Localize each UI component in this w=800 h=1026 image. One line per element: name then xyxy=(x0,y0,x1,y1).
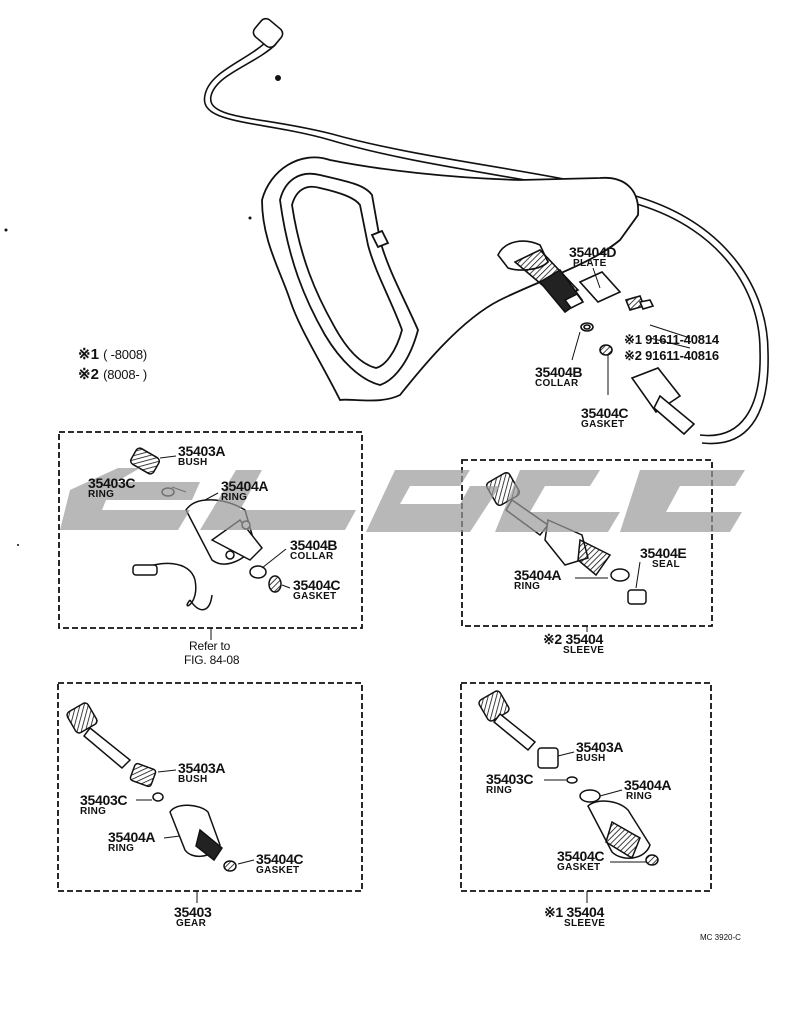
box1-collar-name: COLLAR xyxy=(290,551,334,562)
box4-gasket-name: GASKET xyxy=(557,862,601,873)
box3-ringc-number: 35403C xyxy=(80,792,128,808)
box-1-leaders xyxy=(159,455,291,589)
box1-ringc-name: RING xyxy=(88,489,115,500)
box-3-frame xyxy=(57,682,363,892)
box3-ringa-number: 35404A xyxy=(108,829,156,845)
bolt-number-1: ※1 91611-40814 xyxy=(624,332,719,347)
box1-bush-number: 35403A xyxy=(178,443,226,459)
box1-bush-name: BUSH xyxy=(178,457,208,468)
box4-ringa-number: 35404A xyxy=(624,777,672,793)
box4-ringc-name: RING xyxy=(486,785,513,796)
leader-lines-top xyxy=(571,267,691,395)
part-name-plate: PLATE xyxy=(573,258,607,269)
box2-seal-number: 35404E xyxy=(640,545,687,561)
bolt-number-2: ※2 91611-40816 xyxy=(624,348,719,363)
part-number-35404c: 35404C xyxy=(581,405,629,421)
legend-line-2: ※2 (8008- ) xyxy=(78,367,147,382)
box3-gasket-number: 35404C xyxy=(256,851,304,867)
box1-gasket-number: 35404C xyxy=(293,577,341,593)
box3-bush-number: 35403A xyxy=(178,760,226,776)
box2-caption-number: ※2 35404 xyxy=(543,631,603,647)
legend-mark-2: ※2 xyxy=(78,366,99,383)
legend-range-1: ( -8008) xyxy=(103,347,148,362)
box4-gasket-number: 35404C xyxy=(557,848,605,864)
box-3-parts xyxy=(66,702,237,872)
box4-ringc-number: 35403C xyxy=(486,771,534,787)
box4-bush-name: BUSH xyxy=(576,753,606,764)
box1-ringa-name: RING xyxy=(221,492,248,503)
legend-mark-1: ※1 xyxy=(78,346,99,363)
box4-caption-number: ※1 35404 xyxy=(544,904,604,920)
part-number-35404d: 35404D xyxy=(569,244,617,260)
box3-bush-name: BUSH xyxy=(178,774,208,785)
box3-gasket-name: GASKET xyxy=(256,865,300,876)
legend-line-1: ※1 ( -8008) xyxy=(78,347,147,362)
box1-ringa-number: 35404A xyxy=(221,478,269,494)
box1-gasket-name: GASKET xyxy=(293,591,337,602)
legend-range-2: (8008- ) xyxy=(103,367,148,382)
box3-ringc-name: RING xyxy=(80,806,107,817)
box4-bush-number: 35403A xyxy=(576,739,624,755)
box2-seal-name: SEAL xyxy=(652,559,680,570)
part-name-gasket: GASKET xyxy=(581,419,625,430)
box3-ringa-name: RING xyxy=(108,843,135,854)
box4-ringa-name: RING xyxy=(626,791,653,802)
box1-collar-number: 35404B xyxy=(290,537,338,553)
refer-fig-text: FIG. 84-08 xyxy=(184,653,240,667)
top-sleeve-assembly xyxy=(497,240,655,356)
box-4-leaders xyxy=(544,751,646,863)
box3-caption-number: 35403 xyxy=(174,904,212,920)
refer-to-text: Refer to xyxy=(189,639,231,653)
transmission-housing xyxy=(261,156,639,402)
box-4-frame xyxy=(460,682,712,892)
box-3-leaders xyxy=(136,769,255,865)
part-name-collar: COLLAR xyxy=(535,378,579,389)
box2-ringa-name: RING xyxy=(514,581,541,592)
box4-caption-name: SLEEVE xyxy=(564,918,606,929)
box-2-leaders xyxy=(575,561,641,589)
box1-ringc-number: 35403C xyxy=(88,475,136,491)
box3-caption-name: GEAR xyxy=(176,918,207,929)
box2-caption-name: SLEEVE xyxy=(563,645,605,656)
box2-ringa-number: 35404A xyxy=(514,567,562,583)
cable-end-fitting xyxy=(630,367,696,436)
diagram-code: MC 3920-C xyxy=(700,933,741,942)
box-4-parts xyxy=(478,690,659,866)
part-number-35404b: 35404B xyxy=(535,364,583,380)
